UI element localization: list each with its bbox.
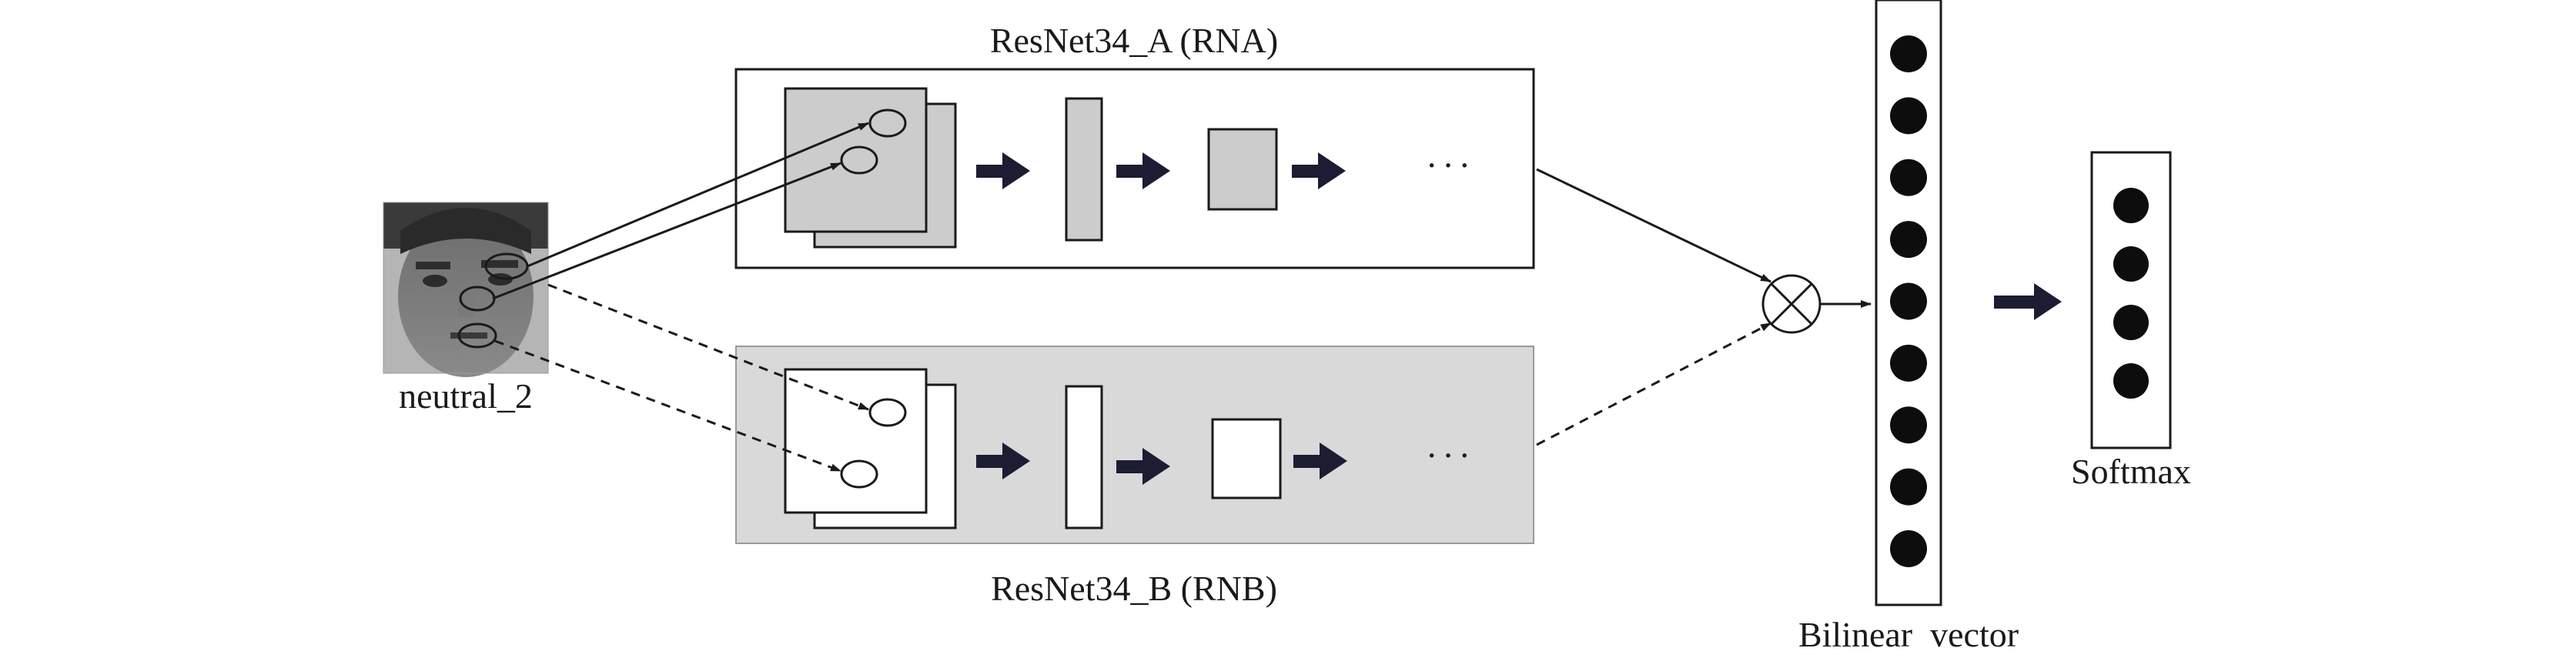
branch-a-layer-tall — [1065, 97, 1103, 242]
bilinear-node — [1890, 530, 1927, 567]
input-to-branch-b-arrow-1 — [547, 283, 869, 411]
bilinear-label: Bilinear vector — [1798, 615, 2019, 654]
bilinear-node — [1890, 468, 1927, 506]
softmax-node — [2113, 363, 2149, 399]
branch-a-arrow-1 — [976, 152, 1030, 189]
branch-b-layer-square — [1211, 418, 1282, 499]
branch-b-to-combine-arrow — [1536, 322, 1771, 446]
branch-b-region-ellipse-1 — [868, 398, 907, 427]
branch-a-feature-map-front — [784, 87, 928, 233]
branch-a-arrow-3 — [1292, 152, 1346, 189]
branch-a-region-ellipse-2 — [840, 145, 878, 175]
branch-a-region-ellipse-1 — [868, 109, 907, 138]
bilinear-node — [1890, 406, 1927, 444]
branch-a-to-combine-arrow — [1536, 168, 1771, 283]
branch-b-ellipsis: ··· — [1426, 436, 1475, 475]
input-to-branch-a-arrow-1 — [527, 122, 869, 268]
branch-a-ellipsis: ··· — [1426, 145, 1475, 185]
input-to-branch-b-arrow-2 — [494, 339, 841, 473]
input-label: neutral_2 — [399, 376, 533, 416]
branch-a-title: ResNet34_A (RNA) — [990, 21, 1278, 60]
branch-b-feature-map-front — [784, 368, 928, 514]
mouth-region-ellipse — [457, 322, 497, 349]
bilinear-node — [1890, 344, 1927, 382]
branch-b-layer-tall — [1065, 385, 1103, 529]
softmax-nodes — [2113, 188, 2149, 399]
bilinear-node — [1890, 159, 1927, 196]
branch-b-arrow-3 — [1293, 443, 1347, 479]
softmax-node — [2113, 246, 2149, 282]
branch-b-region-ellipse-2 — [840, 459, 878, 489]
softmax-label: Softmax — [2071, 452, 2191, 491]
bilinear-node — [1890, 97, 1927, 135]
bilinear-node — [1890, 35, 1927, 72]
softmax-node — [2113, 188, 2149, 223]
branch-b-arrow-2 — [1116, 448, 1170, 485]
branch-b-title: ResNet34_B (RNB) — [991, 569, 1277, 608]
bilinear-to-softmax-arrow — [1994, 283, 2062, 320]
bilinear-node — [1890, 221, 1927, 259]
input-to-branch-a-arrow-2 — [492, 162, 841, 300]
branch-a-layer-square — [1207, 128, 1278, 211]
circled-times-icon — [1761, 274, 1822, 334]
branch-a-arrow-2 — [1116, 152, 1170, 189]
softmax-node — [2113, 305, 2149, 340]
bilinear-vector-nodes — [1890, 35, 1927, 567]
branch-b-arrow-1 — [976, 443, 1030, 479]
bilinear-node — [1890, 282, 1927, 320]
